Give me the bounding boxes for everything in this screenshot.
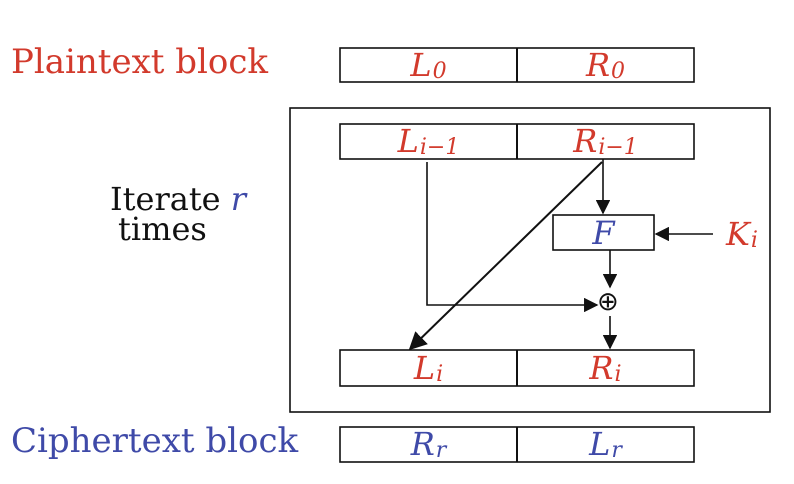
function-box xyxy=(552,214,655,251)
arrow-r-to-li xyxy=(408,161,603,351)
arrow-l-to-xor xyxy=(426,162,599,313)
xor-symbol: ⊕ xyxy=(597,287,619,317)
iterate-variable: r xyxy=(230,180,247,218)
plaintext-label: Plaintext block xyxy=(11,42,268,82)
ciphertext-label: Ciphertext block xyxy=(11,421,299,461)
iterate-label: Iterate r xyxy=(110,183,246,215)
times-label: times xyxy=(118,210,207,248)
iterate-prefix: Iterate xyxy=(110,180,221,218)
function-label: F xyxy=(592,213,615,252)
round-frame xyxy=(289,107,771,413)
